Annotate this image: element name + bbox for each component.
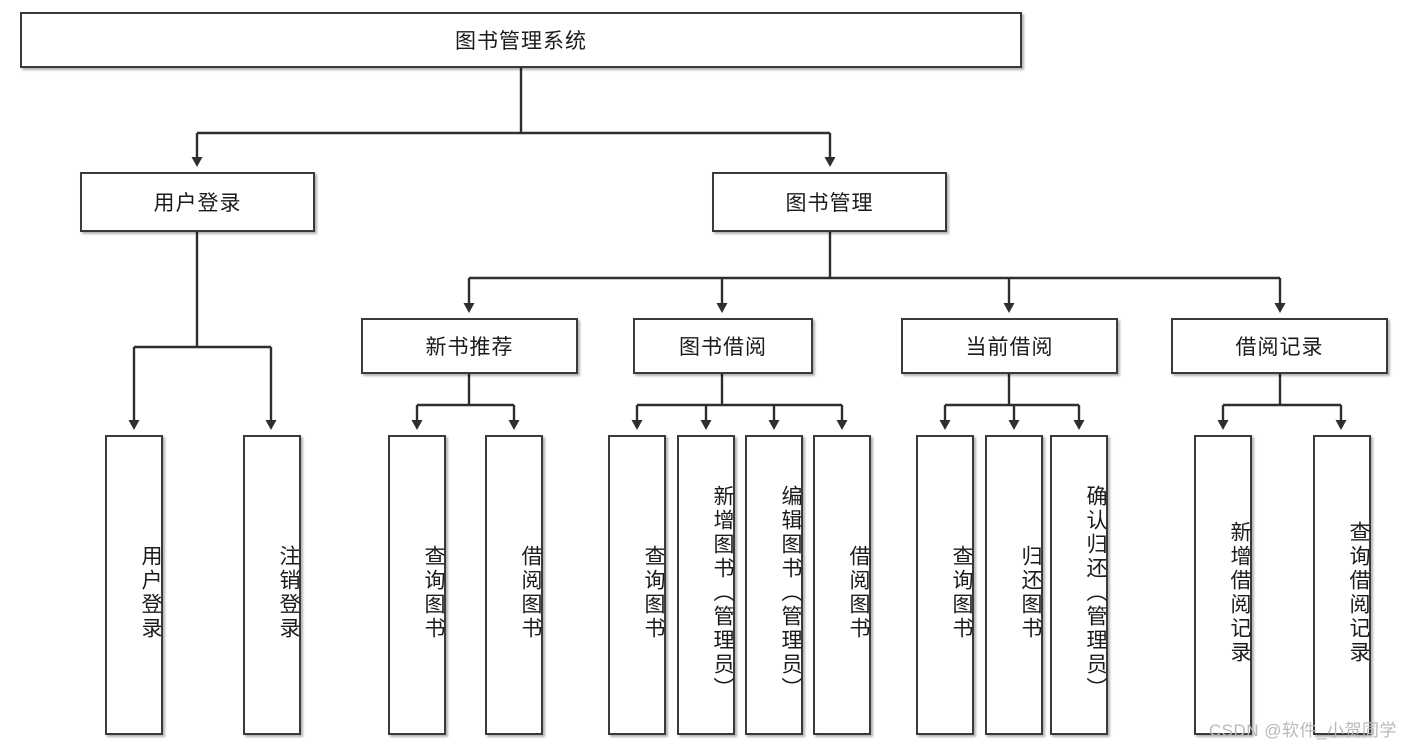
node-current-borrow[interactable]: 当前借阅 bbox=[901, 318, 1118, 374]
node-label: 新增图书（管理员） bbox=[711, 485, 734, 701]
node-label: 新书推荐 bbox=[425, 336, 514, 359]
node-label: 当前借阅 bbox=[965, 336, 1054, 359]
leaf-new-book-borrow[interactable]: 借阅图书 bbox=[485, 435, 543, 735]
node-label: 用户登录 bbox=[153, 192, 242, 215]
node-new-book-recommend[interactable]: 新书推荐 bbox=[361, 318, 578, 374]
leaf-book-borrow-query[interactable]: 查询图书 bbox=[608, 435, 666, 735]
leaf-book-borrow-edit-admin[interactable]: 编辑图书（管理员） bbox=[745, 435, 803, 735]
leaf-borrow-record-add[interactable]: 新增借阅记录 bbox=[1194, 435, 1252, 735]
leaf-user-login-logout[interactable]: 注销登录 bbox=[243, 435, 301, 735]
node-label: 借阅图书 bbox=[847, 545, 870, 641]
node-borrow-record[interactable]: 借阅记录 bbox=[1171, 318, 1388, 374]
csdn-watermark: CSDN @软件_小贺同学 bbox=[1208, 721, 1397, 740]
node-label: 借阅记录 bbox=[1235, 336, 1324, 359]
node-book-borrow[interactable]: 图书借阅 bbox=[633, 318, 813, 374]
node-label: 图书借阅 bbox=[679, 336, 767, 359]
node-label: 图书管理系统 bbox=[455, 30, 587, 53]
node-label: 查询图书 bbox=[950, 545, 973, 641]
node-label: 图书管理 bbox=[785, 192, 874, 215]
node-book-management[interactable]: 图书管理 bbox=[712, 172, 947, 232]
node-label: 查询图书 bbox=[422, 545, 445, 641]
node-root-book-management-system[interactable]: 图书管理系统 bbox=[20, 12, 1022, 68]
node-label: 新增借阅记录 bbox=[1228, 521, 1251, 665]
leaf-current-borrow-query[interactable]: 查询图书 bbox=[916, 435, 974, 735]
leaf-borrow-record-query[interactable]: 查询借阅记录 bbox=[1313, 435, 1371, 735]
leaf-new-book-query[interactable]: 查询图书 bbox=[388, 435, 446, 735]
node-label: 用户登录 bbox=[139, 545, 162, 641]
leaf-book-borrow-borrow[interactable]: 借阅图书 bbox=[813, 435, 871, 735]
leaf-user-login-login[interactable]: 用户登录 bbox=[105, 435, 163, 735]
node-label: 借阅图书 bbox=[519, 545, 542, 641]
node-label: 注销登录 bbox=[277, 545, 300, 641]
leaf-current-borrow-return[interactable]: 归还图书 bbox=[985, 435, 1043, 735]
node-label: 查询借阅记录 bbox=[1347, 521, 1370, 665]
leaf-book-borrow-add-admin[interactable]: 新增图书（管理员） bbox=[677, 435, 735, 735]
node-user-login[interactable]: 用户登录 bbox=[80, 172, 315, 232]
leaf-current-borrow-confirm-return-admin[interactable]: 确认归还（管理员） bbox=[1050, 435, 1108, 735]
node-label: 查询图书 bbox=[642, 545, 665, 641]
node-label: 编辑图书（管理员） bbox=[779, 485, 802, 701]
node-label: 归还图书 bbox=[1019, 545, 1042, 641]
node-label: 确认归还（管理员） bbox=[1084, 485, 1107, 701]
